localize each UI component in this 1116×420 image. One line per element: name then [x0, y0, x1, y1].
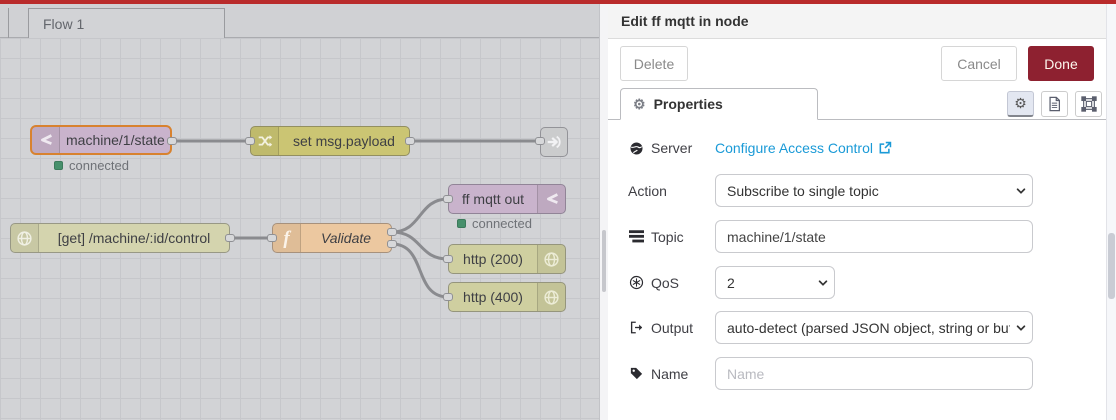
edit-node-panel: Edit ff mqtt in node Delete Cancel Done …: [608, 4, 1106, 420]
link-out-icon: [541, 128, 567, 156]
node-status-mqtt-in: connected: [54, 158, 129, 173]
cancel-button[interactable]: Cancel: [941, 46, 1017, 81]
node-label: set msg.payload: [293, 133, 395, 149]
port-in[interactable]: [443, 195, 453, 203]
properties-tab-label: Properties: [653, 96, 723, 112]
field-row-topic: Topic: [608, 220, 1106, 253]
node-label: machine/1/state: [66, 132, 165, 148]
wires-layer: [171, 139, 540, 299]
node-http-in[interactable]: [get] /machine/:id/control: [10, 223, 230, 253]
shuffle-icon: [251, 127, 279, 155]
field-row-server: Server Configure Access Control: [608, 134, 1106, 162]
flow-tabbar: Flow 1: [0, 4, 599, 39]
mqtt-icon: [32, 127, 60, 153]
tag-icon: [628, 366, 645, 381]
topic-label: Topic: [608, 229, 715, 245]
tray-resize-bar[interactable]: [599, 4, 608, 420]
port-in[interactable]: [535, 137, 545, 145]
port-out-2[interactable]: [387, 240, 397, 248]
wire-validate-to-mqttout[interactable]: [391, 197, 449, 234]
flow-tab-label: Flow 1: [43, 16, 85, 32]
node-http-response-200[interactable]: http (200): [448, 244, 566, 274]
tab-properties[interactable]: ⚙ Properties: [620, 88, 818, 120]
flow-canvas[interactable]: Flow 1 machine/1/state connected: [0, 4, 599, 420]
appearance-icon: [1080, 96, 1097, 112]
sign-out-icon: [628, 320, 645, 335]
panel-tabs-row: ⚙ Properties ⚙: [608, 88, 1106, 120]
node-status-mqtt-out: connected: [457, 216, 532, 231]
gear-icon: ⚙: [633, 95, 646, 112]
mqtt-icon: [537, 185, 565, 213]
delete-button[interactable]: Delete: [620, 46, 688, 81]
field-row-name: Name: [608, 357, 1106, 390]
node-mqtt-in[interactable]: machine/1/state: [30, 125, 172, 155]
properties-view-button[interactable]: ⚙: [1007, 91, 1034, 117]
port-out[interactable]: [225, 234, 235, 242]
server-label: Server: [608, 140, 715, 156]
action-label: Action: [628, 182, 667, 199]
status-dot: [54, 161, 63, 170]
node-label: [get] /machine/:id/control: [57, 230, 211, 246]
description-view-button[interactable]: [1041, 91, 1068, 117]
panel-scroll-thumb[interactable]: [1108, 233, 1115, 299]
qos-label: QoS: [608, 275, 715, 291]
document-icon: [1049, 96, 1061, 112]
node-label: http (400): [463, 289, 523, 305]
node-mqtt-out[interactable]: ff mqtt out: [448, 184, 566, 214]
done-button[interactable]: Done: [1028, 46, 1094, 81]
port-in[interactable]: [443, 255, 453, 263]
status-text: connected: [69, 158, 129, 173]
appearance-view-button[interactable]: [1075, 91, 1102, 117]
node-label: ff mqtt out: [462, 191, 524, 207]
wire-validate-to-http200[interactable]: [391, 230, 449, 261]
port-in[interactable]: [267, 234, 277, 242]
certificate-icon: [628, 275, 645, 290]
configure-access-control-link[interactable]: Configure Access Control: [715, 140, 892, 156]
field-row-action: Action Subscribe to single topic: [608, 174, 1106, 207]
tabbar-left-stub: [0, 8, 9, 38]
port-out[interactable]: [167, 137, 177, 145]
panel-title: Edit ff mqtt in node: [608, 4, 1106, 39]
globe-icon: [537, 245, 565, 273]
panel-scrollbar[interactable]: [1106, 4, 1116, 420]
node-label: Validate: [320, 230, 372, 246]
node-http-response-400[interactable]: http (400): [448, 282, 566, 312]
status-dot: [457, 219, 466, 228]
tasks-icon: [628, 230, 645, 243]
tab-flow-1[interactable]: Flow 1: [28, 8, 225, 39]
topic-input[interactable]: [715, 220, 1033, 253]
port-out-1[interactable]: [387, 228, 397, 236]
name-label: Name: [608, 366, 715, 382]
port-in[interactable]: [443, 293, 453, 301]
function-icon: f: [273, 224, 301, 252]
output-select[interactable]: auto-detect (parsed JSON object, string …: [715, 311, 1033, 344]
node-edit-form: Server Configure Access Control Action S…: [608, 120, 1106, 420]
deploy-header-bar: [0, 0, 1116, 4]
node-function[interactable]: f Validate: [272, 223, 392, 253]
qos-select[interactable]: 2: [715, 266, 835, 299]
status-text: connected: [472, 216, 532, 231]
gear-icon: ⚙: [1014, 95, 1027, 111]
port-out[interactable]: [405, 137, 415, 145]
wire-validate-to-http400[interactable]: [391, 242, 449, 299]
action-select[interactable]: Subscribe to single topic: [715, 174, 1033, 207]
chevron-down-icon: [1010, 322, 1032, 334]
node-label: http (200): [463, 251, 523, 267]
chevron-down-icon: [1010, 185, 1032, 197]
name-input[interactable]: [715, 357, 1033, 390]
globe-icon: [628, 141, 645, 156]
node-change[interactable]: set msg.payload: [250, 126, 410, 156]
output-label: Output: [608, 320, 715, 336]
globe-icon: [11, 224, 39, 252]
external-link-icon: [879, 141, 892, 154]
chevron-down-icon: [812, 277, 834, 289]
globe-icon: [537, 283, 565, 311]
tray-scroll-thumb[interactable]: [602, 230, 606, 292]
field-row-output: Output auto-detect (parsed JSON object, …: [608, 311, 1106, 344]
panel-button-row: Delete Cancel Done: [608, 39, 1106, 92]
field-row-qos: QoS 2: [608, 266, 1106, 299]
port-in[interactable]: [245, 137, 255, 145]
